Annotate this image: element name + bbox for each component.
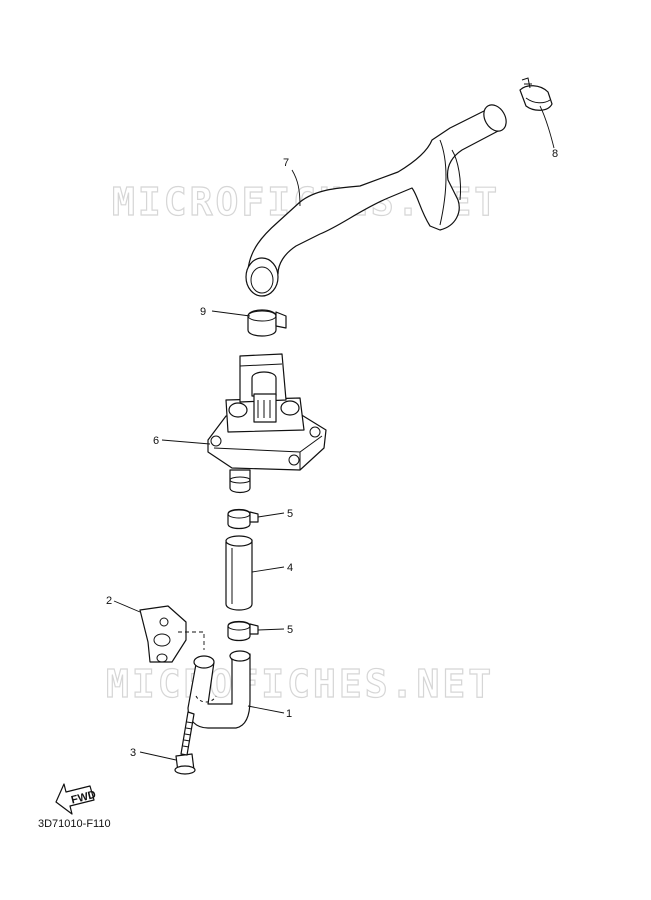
callout-5-upper: 5 bbox=[287, 508, 293, 520]
callout-7: 7 bbox=[283, 157, 289, 169]
bolt-part-3[interactable] bbox=[174, 711, 196, 775]
air-cut-valve-part-6[interactable] bbox=[207, 353, 327, 494]
fwd-label: FWD bbox=[70, 789, 97, 807]
callout-6: 6 bbox=[153, 435, 159, 447]
callout-8: 8 bbox=[552, 148, 558, 160]
hose-clamp-part-5-lower[interactable] bbox=[227, 620, 259, 642]
diagram-code: 3D71010-F110 bbox=[38, 818, 111, 830]
hose-part-7[interactable] bbox=[245, 101, 511, 297]
hose-clamp-part-8[interactable] bbox=[519, 77, 553, 111]
callout-4: 4 bbox=[287, 562, 293, 574]
hose-clamp-part-9[interactable] bbox=[247, 309, 287, 337]
hose-part-4[interactable] bbox=[225, 535, 253, 611]
callout-1: 1 bbox=[286, 708, 292, 720]
hose-clamp-part-5-upper[interactable] bbox=[227, 508, 259, 530]
callout-3: 3 bbox=[130, 747, 136, 759]
callout-9: 9 bbox=[200, 306, 206, 318]
watermark-bottom: MICROFICHES.NET bbox=[106, 662, 494, 706]
leader-lines bbox=[113, 105, 555, 761]
callout-5-lower: 5 bbox=[287, 624, 293, 636]
callout-2: 2 bbox=[106, 595, 112, 607]
forward-direction-arrow: FWD bbox=[55, 783, 97, 815]
bracket-part-2[interactable] bbox=[139, 605, 205, 663]
